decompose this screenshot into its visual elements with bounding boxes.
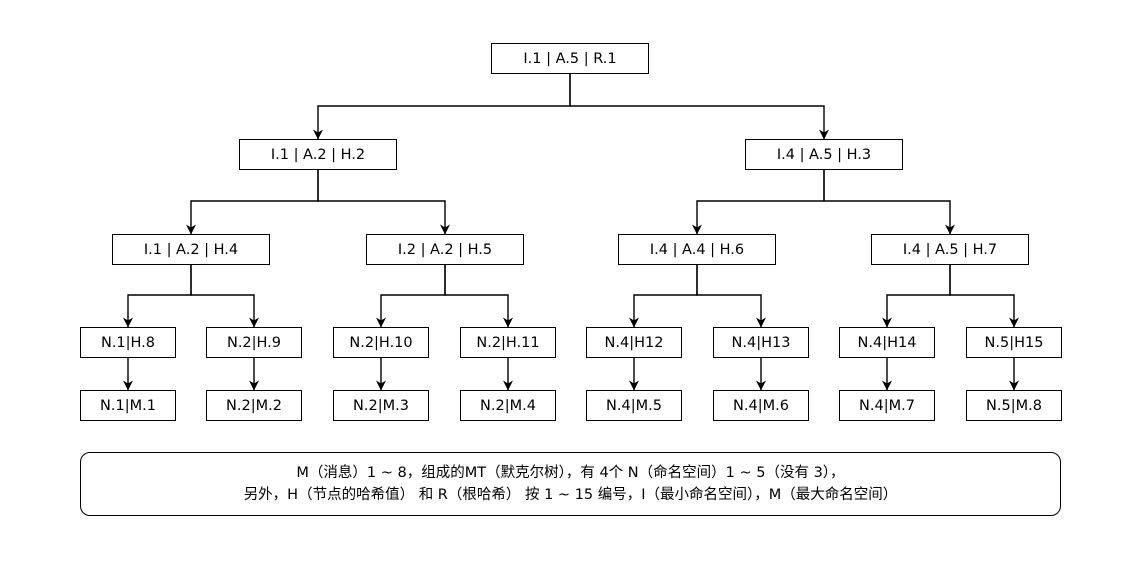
edge-level2-to-leaf (444, 265, 513, 328)
message-node: N.4|M.7 (839, 390, 935, 421)
edge-root-to-level1 (313, 74, 571, 140)
edge-level2-to-leaf (882, 265, 951, 328)
edge-level1-to-level2 (692, 170, 825, 235)
edge-level1-to-level2 (317, 170, 450, 235)
message-node: N.2|M.3 (333, 390, 429, 421)
level2-node: I.2 | A.2 | H.5 (366, 234, 524, 265)
leaf-hash-node: N.1|H.8 (80, 327, 176, 358)
edge-level2-to-leaf (123, 265, 192, 328)
message-node: N.2|M.4 (460, 390, 556, 421)
level2-node: I.1 | A.2 | H.4 (112, 234, 270, 265)
message-node: N.4|M.6 (713, 390, 809, 421)
leaf-hash-node: N.2|H.10 (333, 327, 429, 358)
message-node: N.2|M.2 (206, 390, 302, 421)
message-node: N.1|M.1 (80, 390, 176, 421)
level1-node: I.4 | A.5 | H.3 (745, 139, 903, 170)
leaf-hash-node: N.2|H.11 (460, 327, 556, 358)
level2-node: I.4 | A.5 | H.7 (871, 234, 1029, 265)
edge-root-to-level1 (569, 74, 829, 140)
level1-node: I.1 | A.2 | H.2 (239, 139, 397, 170)
leaf-hash-node: N.4|H13 (713, 327, 809, 358)
leaf-hash-node: N.4|H12 (586, 327, 682, 358)
edge-level2-to-leaf (376, 265, 446, 328)
message-node: N.5|M.8 (966, 390, 1062, 421)
root-node: I.1 | A.5 | R.1 (491, 43, 649, 74)
caption-line-2: 另外，H（节点的哈希值） 和 R（根哈希） 按 1 ~ 15 编号，I（最小命名… (243, 487, 898, 503)
leaf-hash-node: N.4|H14 (839, 327, 935, 358)
edge-level1-to-level2 (186, 170, 319, 235)
edge-level1-to-level2 (823, 170, 955, 235)
edge-level2-to-leaf (190, 265, 259, 328)
caption-line-1: M（消息）1 ~ 8，组成的MT（默克尔树），有 4个 N（命名空间）1 ~ 5… (296, 465, 845, 481)
leaf-hash-node: N.5|H15 (966, 327, 1062, 358)
level2-node: I.4 | A.4 | H.6 (618, 234, 776, 265)
edge-level2-to-leaf (696, 265, 766, 328)
edge-level2-to-leaf (949, 265, 1019, 328)
message-node: N.4|M.5 (586, 390, 682, 421)
caption-box: M（消息）1 ~ 8，组成的MT（默克尔树），有 4个 N（命名空间）1 ~ 5… (80, 452, 1061, 516)
edge-level2-to-leaf (629, 265, 698, 328)
leaf-hash-node: N.2|H.9 (206, 327, 302, 358)
